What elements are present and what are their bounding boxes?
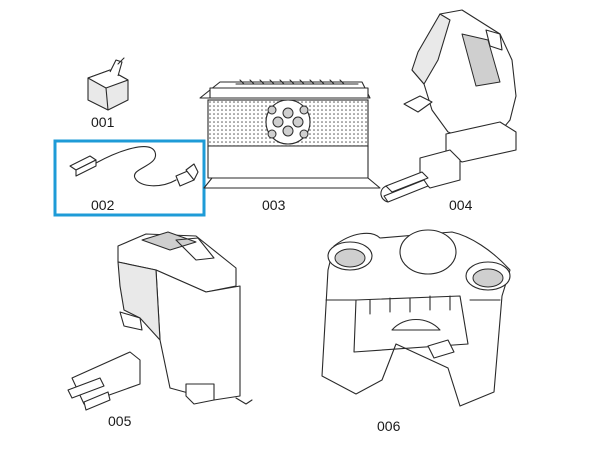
part-006-label: 006: [377, 418, 401, 434]
selection-highlight-box: [53, 139, 206, 217]
part-004[interactable]: 004: [380, 9, 517, 213]
console-frame-illustration: [321, 229, 511, 407]
part-001[interactable]: 001: [87, 57, 129, 130]
phone-cradle-illustration: [380, 9, 517, 203]
speaker-bar-illustration: [199, 79, 381, 189]
usb-cable-illustration: [69, 146, 199, 187]
part-005[interactable]: 005: [67, 231, 253, 429]
part-005-label: 005: [108, 413, 132, 429]
part-001-label: 001: [91, 114, 115, 130]
part-004-label: 004: [449, 197, 473, 213]
part-002-label: 002: [91, 197, 115, 213]
cup-holder-tower-illustration: [67, 231, 253, 411]
part-002[interactable]: 002: [53, 139, 206, 217]
part-006[interactable]: 006: [321, 229, 511, 434]
part-003[interactable]: 003: [199, 79, 381, 213]
part-003-label: 003: [262, 197, 286, 213]
plug-adapter-illustration: [87, 57, 129, 111]
